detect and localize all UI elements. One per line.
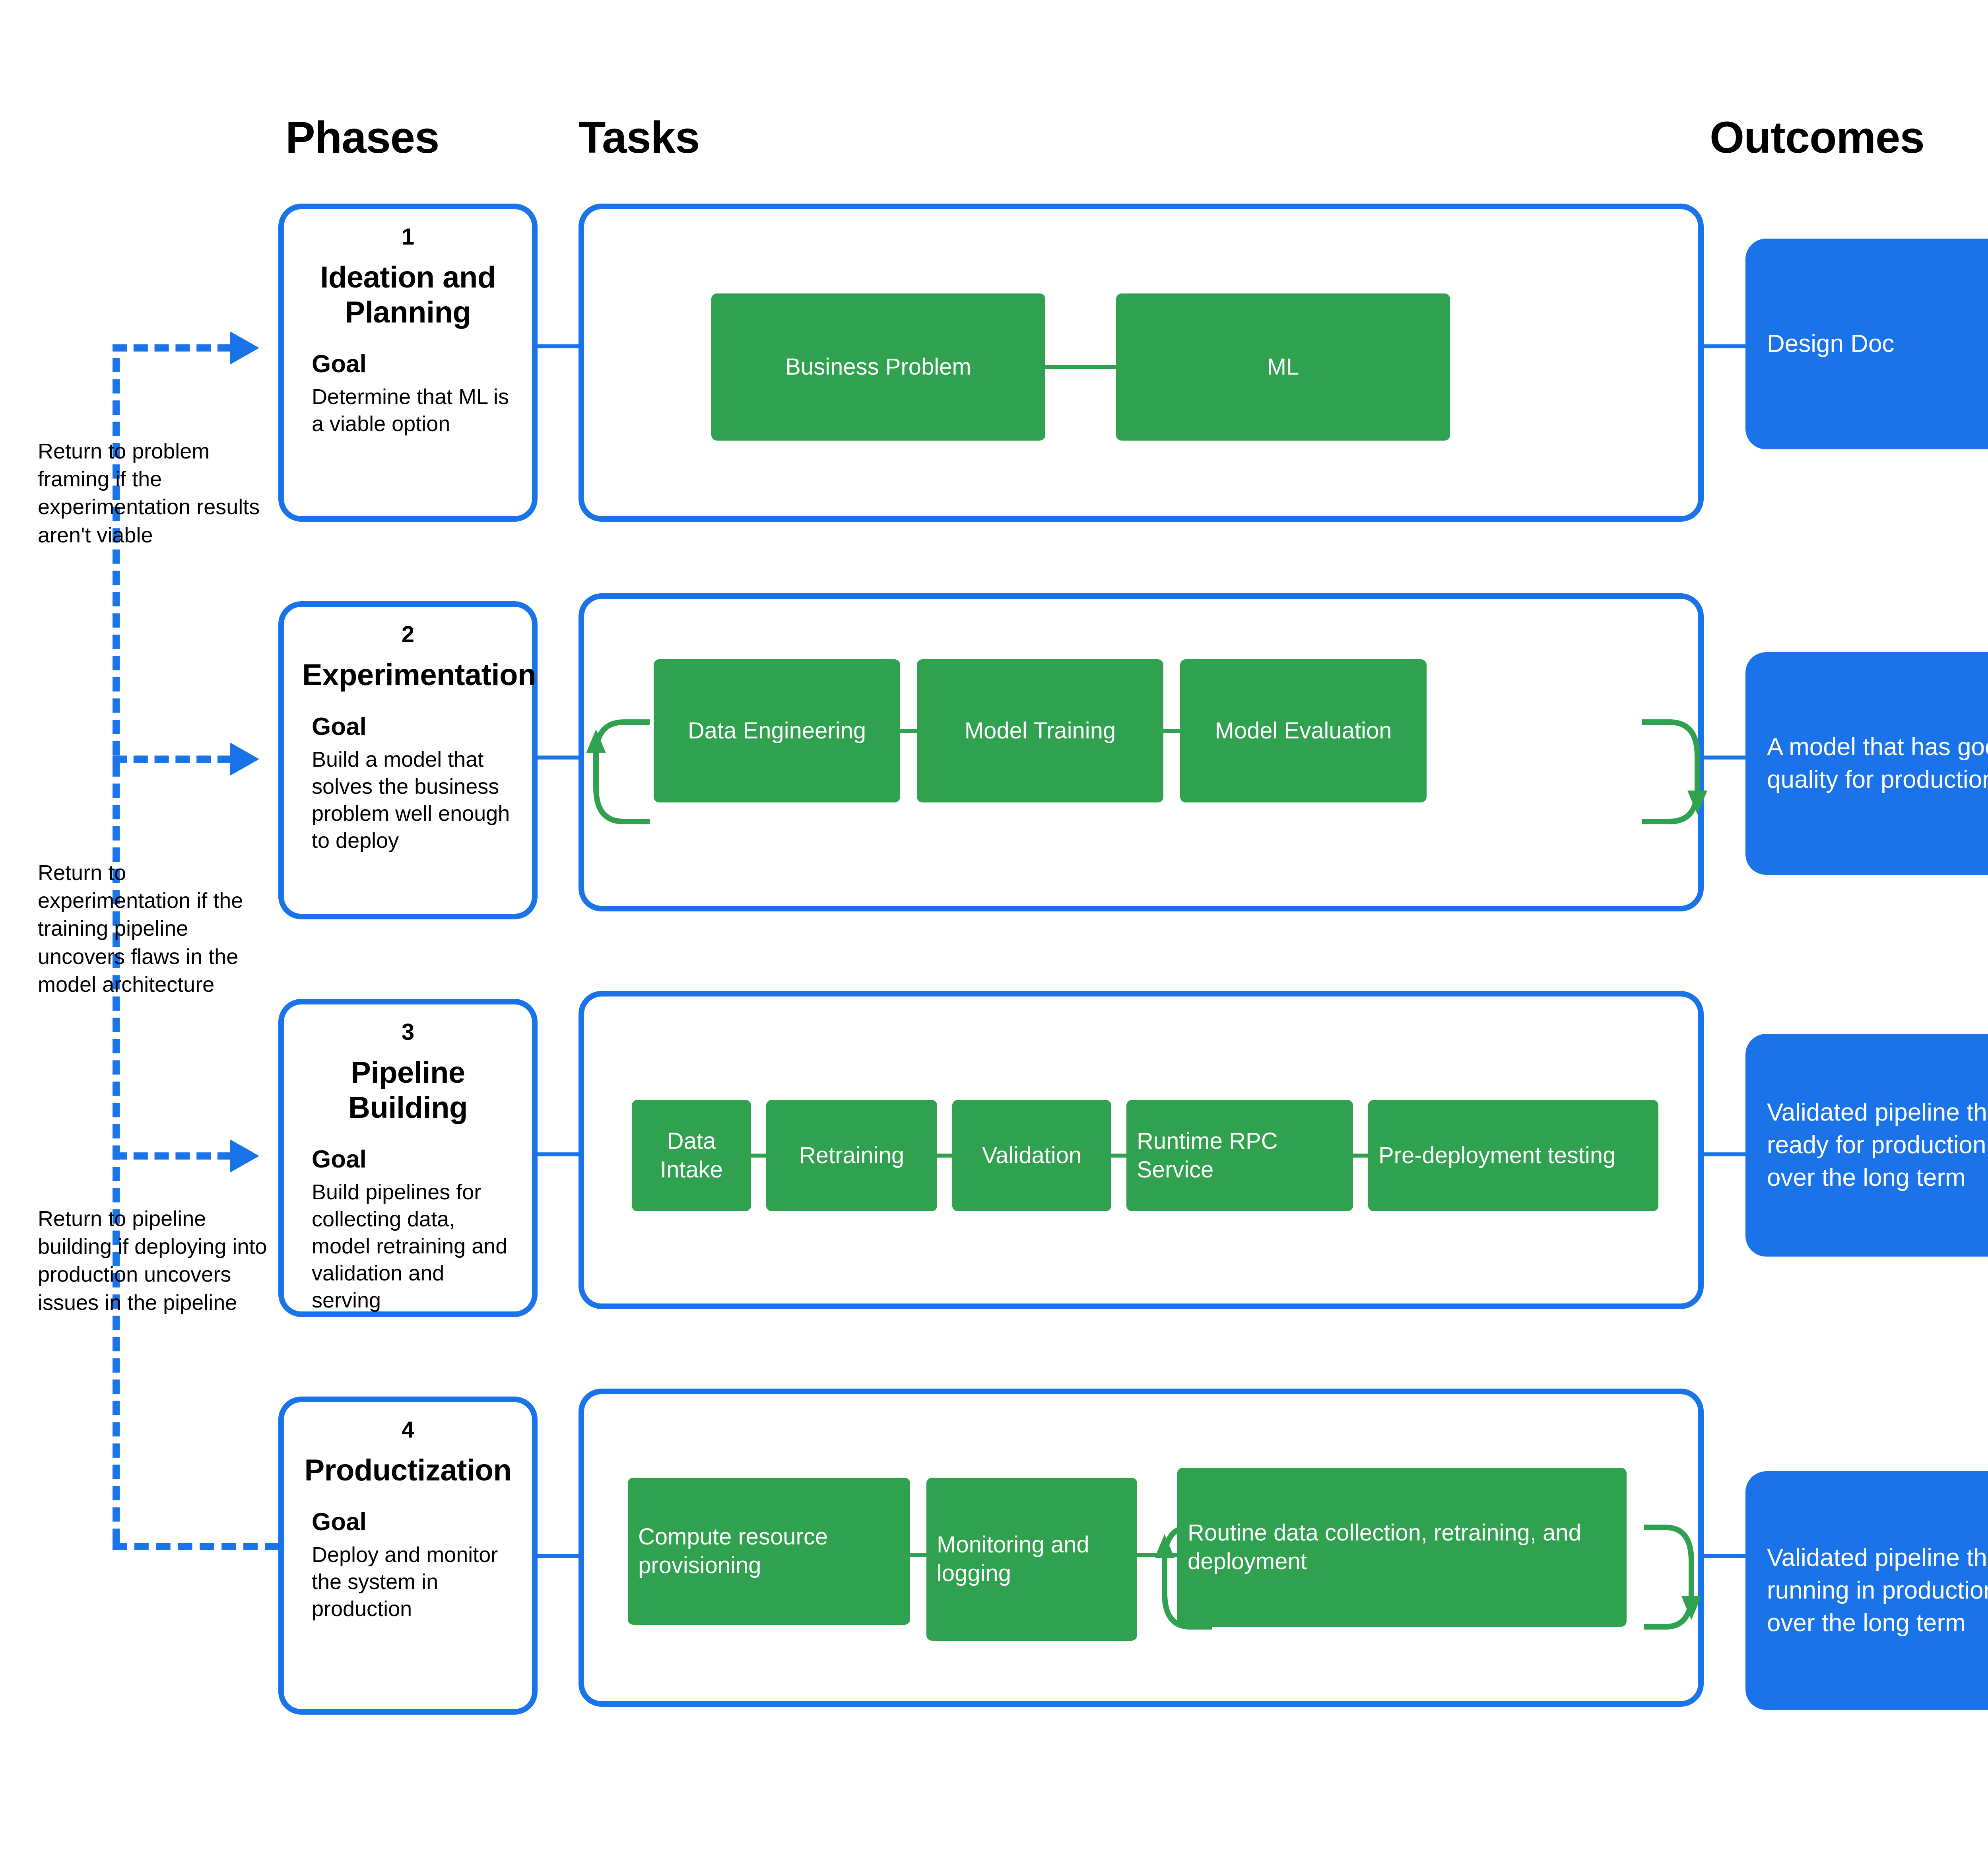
phase-number-3: 3: [401, 1019, 415, 1045]
task-chip-compute-resource-provisioning[interactable]: Compute resource provisioning: [628, 1478, 910, 1625]
chip-connector-1: [1043, 365, 1118, 369]
chip-connector-3b: [935, 1154, 954, 1158]
chip-connector-3d: [1351, 1154, 1370, 1158]
outcome-box-3[interactable]: Validated pipeline that's ready for prod…: [1745, 1034, 1988, 1257]
task-chip-retraining[interactable]: Retraining: [766, 1100, 937, 1211]
goal-label-2: Goal: [312, 713, 367, 740]
link-tasks3-outcome3: [1704, 1152, 1747, 1156]
link-phase1-tasks1: [538, 344, 581, 348]
feedback-spine-left: [113, 358, 120, 1543]
phase-title-3: Pipeline Building: [348, 1055, 468, 1125]
goal-label-1: Goal: [312, 350, 367, 378]
goal-label-4: Goal: [312, 1508, 367, 1536]
link-phase2-tasks2: [538, 756, 581, 760]
chip-connector-4a: [908, 1553, 928, 1557]
feedback-branch-2: [113, 756, 232, 763]
phase-card-3[interactable]: 3 Pipeline Building Goal Build pipelines…: [278, 999, 538, 1317]
tasks-container-2: Data Engineering Model Training Model Ev…: [579, 593, 1707, 911]
feedback-arrowhead-3: [230, 1139, 259, 1173]
task-chip-runtime-rpc-service[interactable]: Runtime RPC Service: [1126, 1100, 1353, 1211]
chip-connector-4b: [1135, 1553, 1179, 1557]
goal-text-1: Determine that ML is a viable option: [312, 385, 509, 436]
task-chip-routine-data-collection[interactable]: Routine data collection, retraining, and…: [1177, 1468, 1627, 1627]
column-header-outcomes: Outcomes: [1710, 113, 1925, 162]
phase-title-2: Experimentation: [302, 658, 536, 692]
phase-title-4: Productization: [304, 1453, 512, 1487]
feedback-arrowhead-2: [230, 742, 259, 776]
column-header-tasks: Tasks: [579, 113, 700, 162]
feedback-branch-4: [113, 1543, 280, 1550]
phase-number-4: 4: [401, 1417, 415, 1443]
phase-title-1: Ideation and Planning: [320, 260, 496, 329]
goal-text-3: Build pipelines for collecting data, mod…: [312, 1180, 508, 1313]
task-chip-model-evaluation[interactable]: Model Evaluation: [1180, 659, 1427, 802]
task-chip-pre-deployment-testing[interactable]: Pre-deployment testing: [1368, 1100, 1658, 1211]
feedback-note-2: Return to experimentation if the trainin…: [38, 861, 243, 997]
feedback-branch-1: [113, 344, 232, 352]
tasks-container-3: Data Intake Retraining Validation Runtim…: [579, 991, 1704, 1309]
task-chip-model-training[interactable]: Model Training: [917, 659, 1163, 802]
phase-number-2: 2: [401, 622, 415, 647]
chip-connector-3c: [1109, 1154, 1128, 1158]
goal-text-4: Deploy and monitor the system in product…: [312, 1543, 498, 1621]
loop-arrow-experimentation: [586, 719, 1707, 824]
link-tasks4-outcome4: [1704, 1554, 1747, 1558]
link-phase3-tasks3: [538, 1152, 581, 1156]
chip-connector-2b: [1161, 729, 1182, 733]
task-chip-data-engineering[interactable]: Data Engineering: [654, 659, 900, 802]
task-chip-validation[interactable]: Validation: [952, 1100, 1111, 1211]
task-chip-monitoring-and-logging[interactable]: Monitoring and logging: [926, 1478, 1137, 1641]
task-chip-ml[interactable]: ML: [1116, 293, 1450, 441]
link-tasks1-outcome1: [1704, 344, 1747, 348]
tasks-container-1: Business Problem ML: [579, 204, 1704, 522]
link-phase4-tasks4: [538, 1554, 581, 1558]
phase-card-2[interactable]: 2 Experimentation Goal Build a model tha…: [278, 601, 538, 919]
task-chip-data-intake[interactable]: Data Intake: [632, 1100, 751, 1211]
feedback-branch-3: [113, 1152, 232, 1160]
chip-connector-2a: [898, 729, 919, 733]
goal-text-2: Build a model that solves the business p…: [312, 748, 510, 853]
outcome-box-2[interactable]: A model that has good quality for produc…: [1745, 652, 1988, 875]
phase-card-1[interactable]: 1 Ideation and Planning Goal Determine t…: [278, 204, 538, 522]
tasks-container-4: Compute resource provisioning Monitoring…: [579, 1389, 1704, 1707]
outcome-box-1[interactable]: Design Doc: [1745, 239, 1988, 449]
feedback-arrowhead-1: [230, 331, 259, 365]
phase-number-1: 1: [401, 224, 415, 250]
chip-connector-3a: [749, 1154, 768, 1158]
feedback-note-1: Return to problem framing if the experim…: [38, 439, 260, 547]
link-tasks2-outcome2: [1704, 756, 1747, 760]
task-chip-business-problem[interactable]: Business Problem: [711, 293, 1045, 441]
column-header-phases: Phases: [285, 113, 439, 162]
outcome-box-4[interactable]: Validated pipeline that's running in pro…: [1745, 1471, 1988, 1710]
feedback-note-3: Return to pipeline building if deploying…: [38, 1207, 267, 1315]
goal-label-3: Goal: [312, 1146, 367, 1173]
phase-card-4[interactable]: 4 Productization Goal Deploy and monitor…: [278, 1397, 538, 1715]
